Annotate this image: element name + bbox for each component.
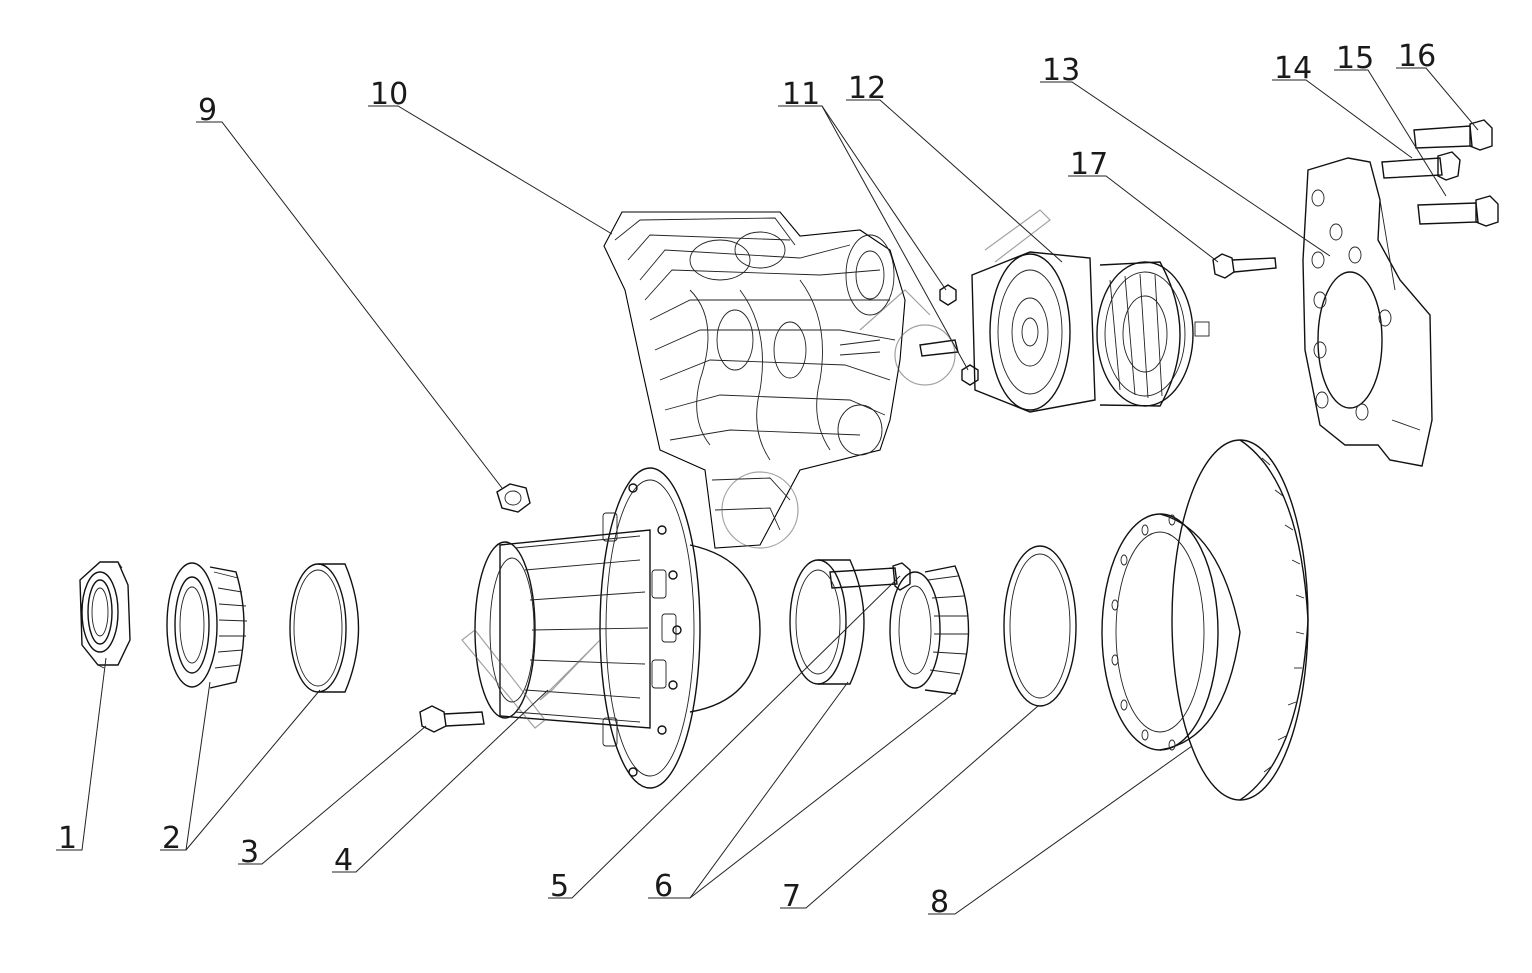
- leader-lines: [56, 67, 1479, 915]
- part-hex-nut: [79, 561, 131, 669]
- callout-12: 12: [848, 71, 886, 106]
- callout-16: 16: [1398, 39, 1436, 74]
- callout-2: 2: [162, 821, 181, 856]
- callout-3: 3: [240, 835, 259, 870]
- part-wheel-hub: [474, 467, 761, 789]
- part-brake-disc: [1101, 439, 1309, 801]
- part-bolt-17: [1212, 253, 1277, 279]
- part-brake-chamber: [971, 251, 1210, 413]
- part-wheel-stud: [829, 562, 911, 591]
- part-seal-ring: [1003, 545, 1077, 707]
- callout-13: 13: [1042, 53, 1080, 88]
- callout-5: 5: [550, 869, 569, 904]
- callout-1: 1: [58, 821, 77, 856]
- callout-7: 7: [782, 879, 801, 914]
- callout-11: 11: [782, 77, 820, 112]
- callout-9: 9: [198, 93, 217, 128]
- part-small-nut: [496, 483, 531, 513]
- part-caliper-bracket: [1302, 157, 1433, 467]
- callout-17: 17: [1070, 147, 1108, 182]
- part-hub-bolt: [419, 705, 485, 733]
- callout-14: 14: [1274, 51, 1312, 86]
- part-bearing-cup: [289, 563, 360, 693]
- part-brake-caliper: [603, 211, 906, 549]
- callout-labels: 1 2 3 4 5 6 7 8 9 10 11 12 13 14 15 16 1…: [58, 39, 1436, 920]
- callout-6: 6: [654, 869, 673, 904]
- watermark-outline: [461, 209, 1051, 729]
- callout-4: 4: [334, 843, 353, 878]
- part-bearing-race: [789, 559, 865, 685]
- callout-15: 15: [1336, 41, 1374, 76]
- part-roller-bearing-outer: [166, 562, 248, 689]
- callout-10: 10: [370, 77, 408, 112]
- callout-8: 8: [930, 885, 949, 920]
- part-roller-bearing-inner: [889, 565, 970, 695]
- part-bracket-bolts: [1381, 119, 1499, 227]
